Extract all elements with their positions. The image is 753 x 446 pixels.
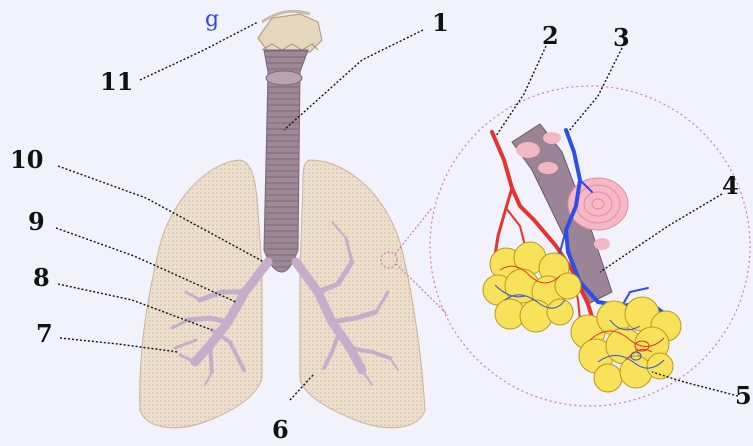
label-7: 7: [36, 319, 53, 348]
bronchiole-patch: [516, 142, 540, 158]
header-text: g: [205, 7, 219, 32]
label-5: 5: [735, 381, 752, 410]
bronchiole-patch: [538, 162, 558, 174]
alveoli-cluster-right: [571, 297, 681, 392]
bronchiole-patch: [594, 238, 610, 250]
leader-line-3: [568, 48, 622, 132]
label-8: 8: [33, 263, 50, 292]
label-4: 4: [722, 171, 739, 200]
label-10: 10: [10, 145, 43, 174]
leader-line-11: [140, 22, 258, 80]
trachea-ring: [266, 71, 302, 85]
leader-line-2: [496, 46, 546, 136]
larynx: [258, 11, 322, 52]
label-2: 2: [542, 21, 559, 50]
label-11: 11: [100, 67, 133, 96]
label-9: 9: [28, 207, 45, 236]
label-1: 1: [432, 8, 449, 37]
label-3: 3: [613, 23, 630, 52]
label-6: 6: [272, 415, 289, 444]
magnify-lead-top: [395, 208, 432, 254]
bronchiole-patch: [543, 132, 561, 144]
